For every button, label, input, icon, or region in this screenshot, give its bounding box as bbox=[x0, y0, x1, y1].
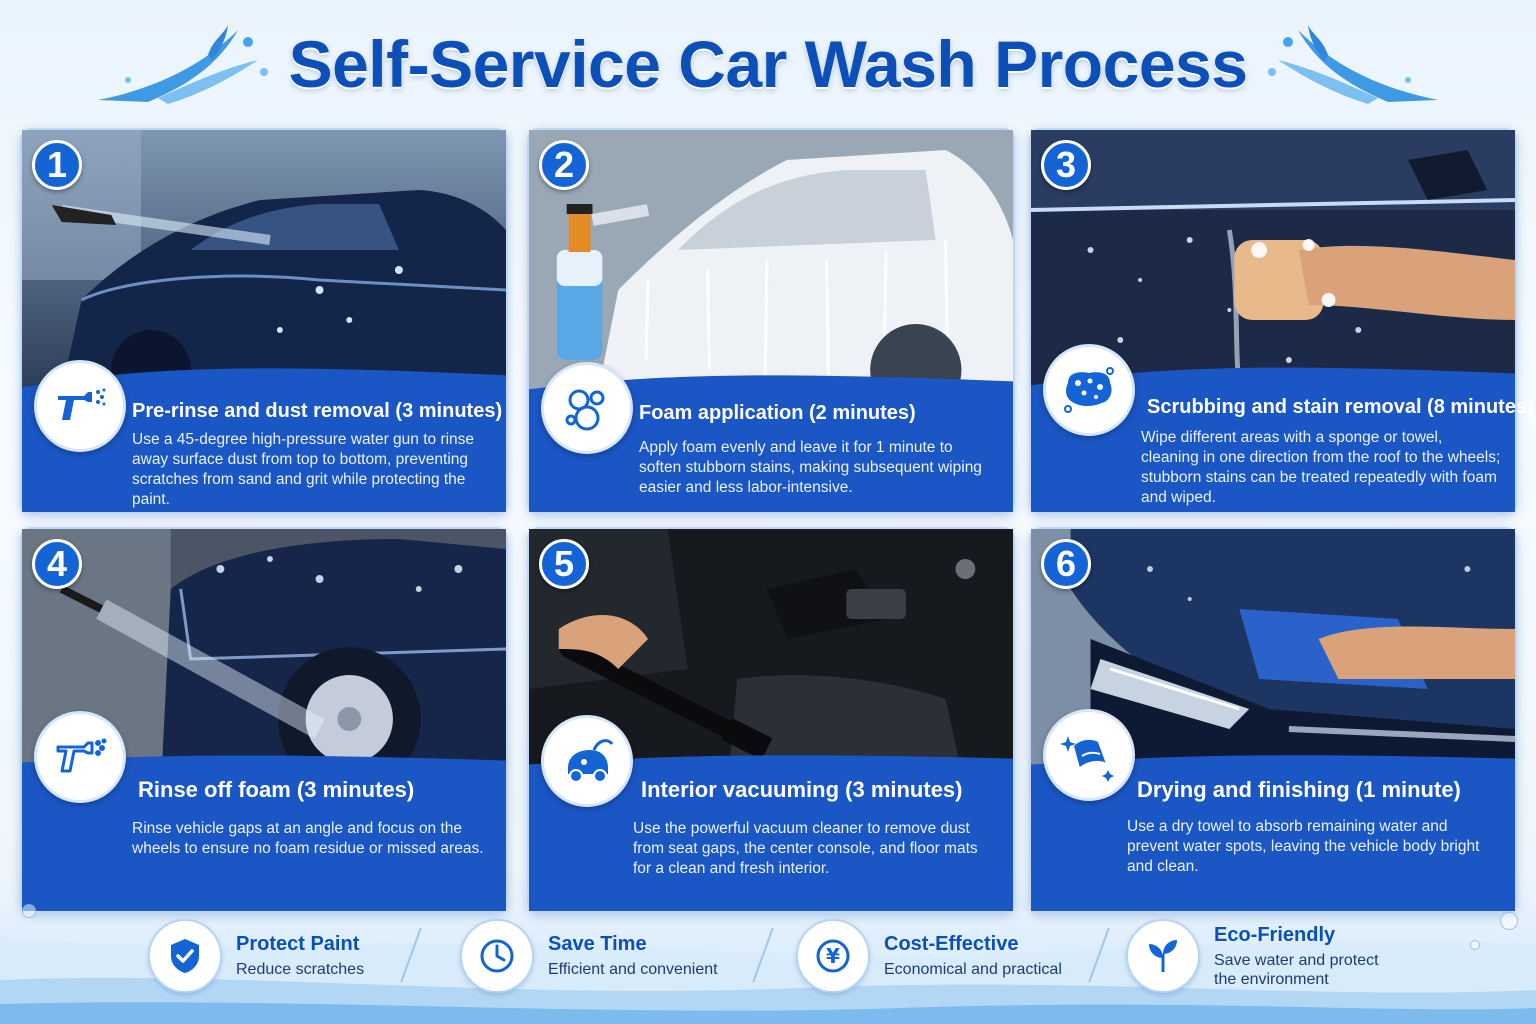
sponge-icon bbox=[1043, 344, 1135, 436]
step-card-1: 1 Pre-rinse and dust removal (3 minutes)… bbox=[20, 128, 508, 514]
water-splash-left-icon bbox=[98, 25, 268, 104]
feature-eco-friendly: Eco-Friendly Save water and protect the … bbox=[1126, 918, 1404, 994]
feature-save-time: Save Time Efficient and convenient bbox=[460, 918, 718, 994]
step-6-description: Use a dry towel to absorb remaining wate… bbox=[1127, 818, 1480, 875]
step-5-description: Use the powerful vacuum cleaner to remov… bbox=[633, 820, 978, 877]
step-3-photo bbox=[1030, 130, 1516, 391]
bubble-decoration bbox=[1500, 912, 1518, 930]
step-3-title: Scrubbing and stain removal (8 minutes) bbox=[1147, 396, 1534, 418]
step-2-photo bbox=[529, 130, 1013, 416]
step-number-badge: 4 bbox=[32, 539, 82, 589]
step-card-6: 6 Drying and finishing (1 minute) Use a … bbox=[1029, 527, 1517, 913]
title-banner: Self-Service Car Wash Process bbox=[0, 14, 1536, 114]
bubbles-icon bbox=[541, 362, 633, 454]
towel-sparkle-icon bbox=[1043, 709, 1135, 801]
step-5-title: Interior vacuuming (3 minutes) bbox=[641, 777, 963, 802]
step-card-2: 2 Foam application (2 minutes) Apply foa… bbox=[527, 128, 1015, 514]
step-1-description: Use a 45-degree high-pressure water gun … bbox=[132, 431, 475, 508]
spray-gun-icon bbox=[34, 360, 126, 452]
spray-gun-icon bbox=[34, 711, 126, 803]
feature-subtitle: Economical and practical bbox=[884, 961, 1062, 978]
bubble-decoration bbox=[22, 904, 36, 918]
yen-coin-icon: ¥ bbox=[796, 919, 870, 993]
feature-title: Save Time bbox=[548, 933, 647, 955]
step-card-5: 5 Interior vacuuming (3 minutes) Use the… bbox=[527, 527, 1015, 913]
feature-subtitle: Save water and protect the environment bbox=[1214, 951, 1379, 988]
step-2-title: Foam application (2 minutes) bbox=[639, 402, 916, 424]
step-number-badge: 3 bbox=[1041, 140, 1091, 190]
step-number-badge: 1 bbox=[32, 140, 82, 190]
step-3-description: Wipe different areas with a sponge or to… bbox=[1141, 429, 1501, 506]
step-4-description: Rinse vehicle gaps at an angle and focus… bbox=[132, 820, 484, 857]
step-number-badge: 5 bbox=[539, 539, 589, 589]
step-card-4: 4 Rinse off foam (3 minutes) Rinse vehic… bbox=[20, 527, 508, 913]
feature-title: Protect Paint bbox=[236, 933, 360, 955]
step-number-badge: 6 bbox=[1041, 539, 1091, 589]
step-2-description: Apply foam evenly and leave it for 1 min… bbox=[639, 439, 982, 496]
step-6-title: Drying and finishing (1 minute) bbox=[1137, 777, 1461, 802]
feature-subtitle: Reduce scratches bbox=[236, 961, 365, 978]
shield-check-icon bbox=[148, 919, 222, 993]
step-1-photo bbox=[22, 130, 507, 410]
vacuum-icon bbox=[541, 715, 633, 807]
feature-cost-effective: ¥ Cost-Effective Economical and practica… bbox=[796, 918, 1062, 994]
step-1-title: Pre-rinse and dust removal (3 minutes) bbox=[132, 400, 503, 422]
feature-title: Eco-Friendly bbox=[1214, 923, 1336, 946]
step-card-3: 3 Scrubbing and stain removal (8 minutes… bbox=[1029, 128, 1534, 514]
bubble-decoration bbox=[1470, 940, 1480, 950]
leaf-icon bbox=[1126, 919, 1200, 993]
page-title: Self-Service Car Wash Process bbox=[288, 27, 1248, 101]
feature-subtitle: Efficient and convenient bbox=[548, 961, 718, 978]
features-bar: Protect Paint Reduce scratches Save Time… bbox=[0, 900, 1536, 1024]
svg-text:¥: ¥ bbox=[826, 944, 840, 968]
step-4-title: Rinse off foam (3 minutes) bbox=[138, 777, 415, 802]
feature-title: Cost-Effective bbox=[884, 933, 1019, 955]
clock-icon bbox=[460, 919, 534, 993]
feature-protect-paint: Protect Paint Reduce scratches bbox=[148, 918, 364, 994]
step-number-badge: 2 bbox=[539, 140, 589, 190]
water-splash-right-icon bbox=[1268, 25, 1438, 104]
